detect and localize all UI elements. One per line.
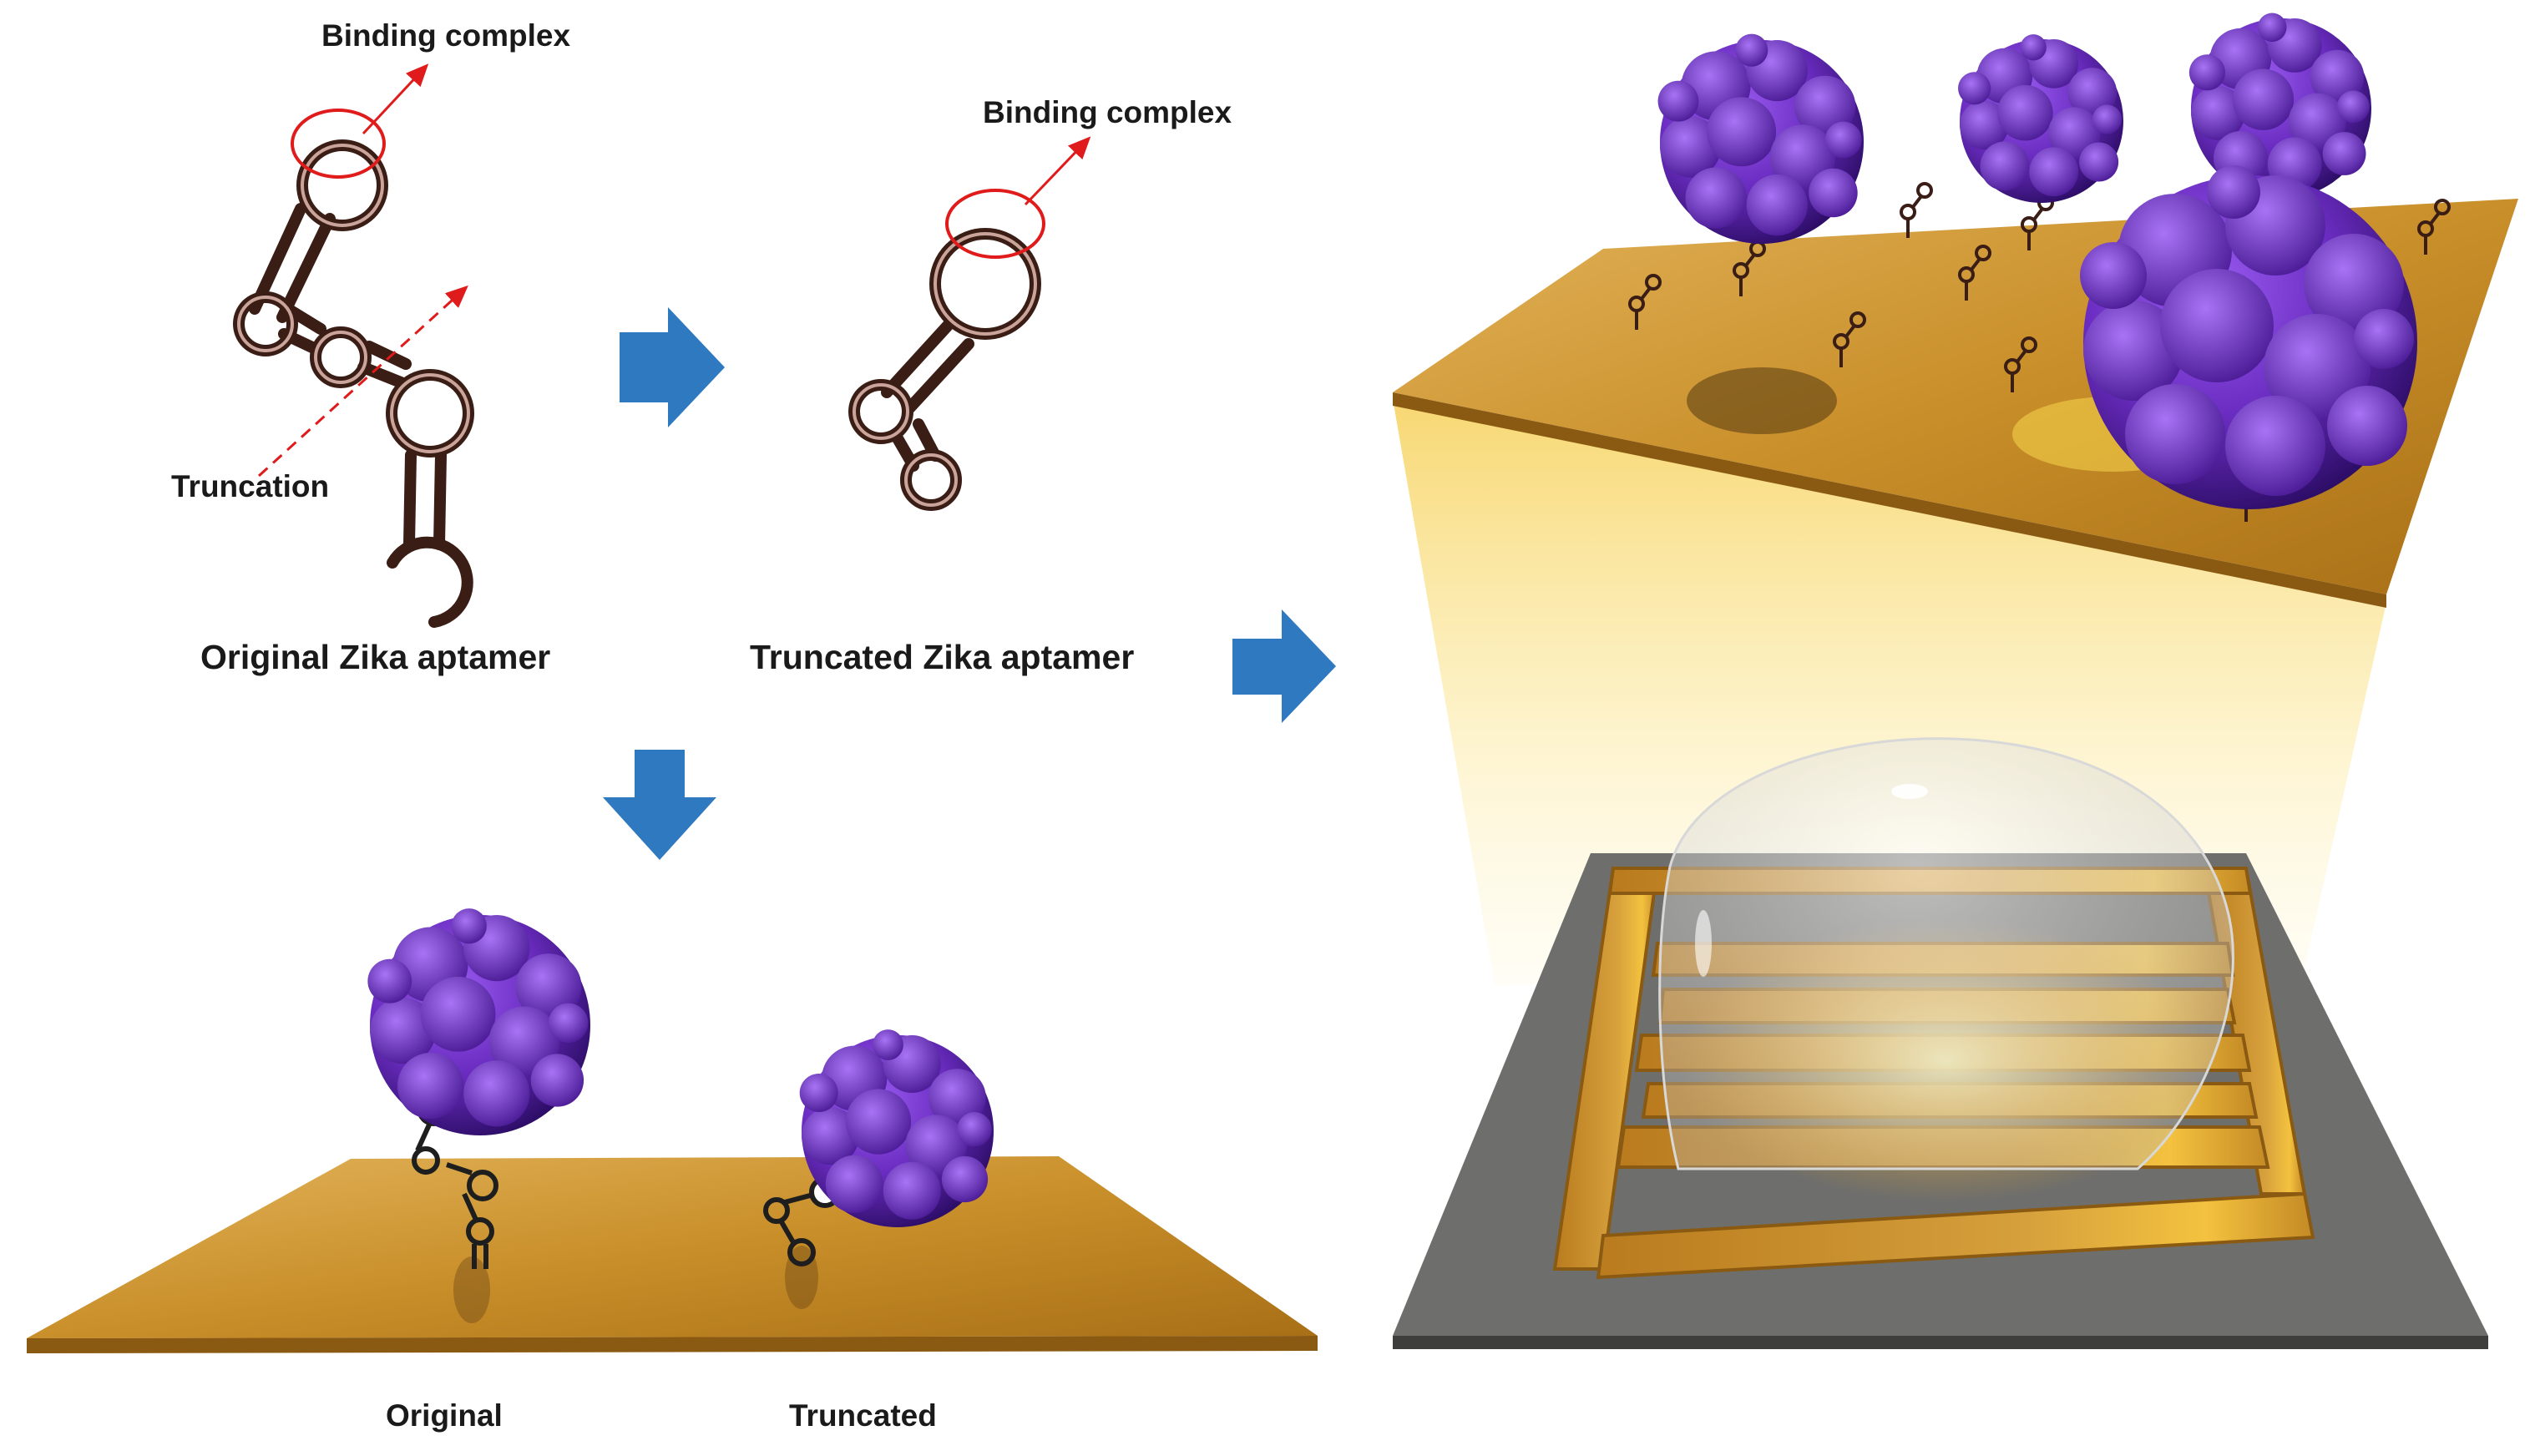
binding-complex-label: Binding complex <box>983 95 1232 129</box>
arrow-right-icon <box>1232 609 1336 723</box>
truncated-aptamer-caption: Truncated Zika aptamer <box>750 638 1135 676</box>
zika-virus-icon <box>1657 33 1864 245</box>
binding-pointer-arrow <box>362 63 429 135</box>
truncated-aptamer-structure <box>848 136 1091 511</box>
biosensor-illustration <box>1393 13 2518 1349</box>
original-aptamer-structure <box>233 63 474 628</box>
truncation-label: Truncation <box>171 469 330 503</box>
arrow-right-icon <box>620 307 725 427</box>
truncated-caption: Truncated <box>789 1398 937 1433</box>
zika-virus-icon <box>799 1029 994 1227</box>
original-caption: Original <box>386 1398 503 1433</box>
sample-droplet <box>1658 737 2234 1170</box>
arrow-down-icon <box>603 750 716 860</box>
binding-pointer-arrow <box>1024 136 1091 206</box>
zika-virus-icon <box>367 908 590 1135</box>
binding-site-highlight <box>945 189 1045 259</box>
gold-substrate-comparison <box>27 908 1318 1353</box>
zika-virus-icon <box>1958 34 2123 204</box>
original-aptamer-caption: Original Zika aptamer <box>200 638 551 676</box>
zika-virus-icon <box>2188 13 2371 200</box>
truncation-pointer-arrow <box>257 285 468 478</box>
binding-site-highlight <box>291 109 386 179</box>
binding-complex-label: Binding complex <box>321 18 571 53</box>
